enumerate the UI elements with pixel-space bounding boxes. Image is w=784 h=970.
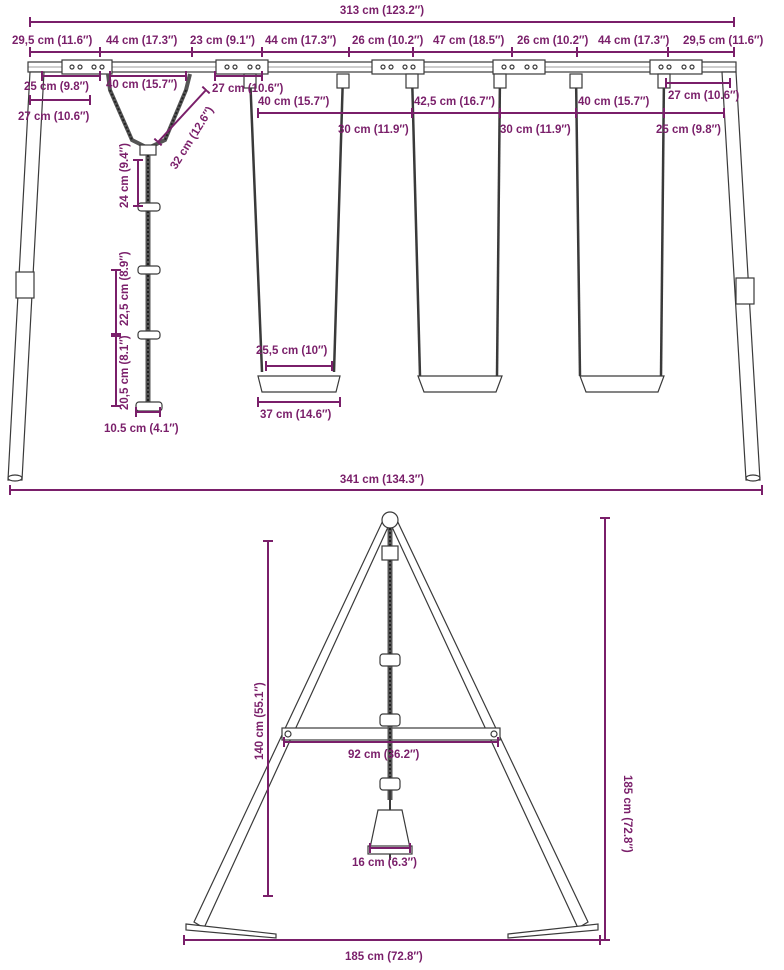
- swing-spacing-3-label: 40 cm (15.7″): [578, 96, 650, 108]
- left-leg: [7, 71, 45, 482]
- side-view: [185, 511, 599, 939]
- front-base-label: 341 cm (134.3″): [340, 474, 424, 486]
- total-height-label: 185 cm (72.8″): [621, 775, 633, 853]
- seg-8-label: 44 cm (17.3″): [598, 35, 670, 47]
- swing-spacing-2-label: 42,5 cm (16.7″): [414, 96, 495, 108]
- swing-width-2-label: 30 cm (11.9″): [500, 124, 571, 136]
- seg-9-label: 29,5 cm (11.6″): [683, 35, 763, 47]
- right-hanger-label: 27 cm (10.6″): [668, 90, 740, 102]
- seat-outer-label: 37 cm (14.6″): [260, 409, 332, 421]
- seg-1-label: 29,5 cm (11.6″): [12, 35, 92, 47]
- front-dimensions: [9, 17, 763, 495]
- side-swing: [367, 790, 413, 860]
- front-view: [7, 59, 761, 482]
- front-labels: 313 cm (123.2″) 29,5 cm (11.6″) 44 cm (1…: [12, 5, 763, 486]
- swing-seat-2: [405, 73, 507, 393]
- swing-width-1-label: 30 cm (11.9″): [338, 124, 409, 136]
- swing-hanger-label: 27 cm (10.6″): [212, 83, 284, 95]
- seg-7-label: 26 cm (10.2″): [517, 35, 589, 47]
- ladder-gap-2-label: 22,5 cm (8.9″): [119, 251, 131, 326]
- side-base-label: 185 cm (72.8″): [345, 951, 423, 963]
- right-offset-label: 25 cm (9.8″): [656, 124, 721, 136]
- beam-brackets: [61, 59, 703, 75]
- rope-spread-label: 40 cm (15.7″): [106, 79, 178, 91]
- crossbar-label: 92 cm (36.2″): [348, 749, 420, 761]
- seg-4-label: 44 cm (17.3″): [265, 35, 337, 47]
- side-rope-ladder: [379, 528, 401, 800]
- swing-seat-3: [569, 73, 671, 393]
- beam-height-label: 140 cm (55.1″): [254, 682, 266, 760]
- seat-inner-label: 25,5 cm (10″): [256, 345, 328, 357]
- ladder-gap-1-label: 24 cm (9.4″): [119, 143, 131, 208]
- rung-width-label: 10.5 cm (4.1″): [104, 423, 179, 435]
- swing-spacing-1-label: 40 cm (15.7″): [258, 96, 330, 108]
- side-dimensions: [183, 517, 610, 945]
- seg-2-label: 44 cm (17.3″): [106, 35, 178, 47]
- swing-seat-1: [243, 73, 350, 393]
- ladder-gap-3-label: 20,5 cm (8.1″): [119, 335, 131, 410]
- total-width-label: 313 cm (123.2″): [340, 5, 424, 17]
- seg-5-label: 26 cm (10.2″): [352, 35, 424, 47]
- side-rung-label: 16 cm (6.3″): [352, 857, 417, 869]
- side-labels: 140 cm (55.1″) 185 cm (72.8″) 92 cm (36.…: [254, 682, 633, 963]
- right-leg: [721, 71, 761, 482]
- seg-6-label: 47 cm (18.5″): [433, 35, 505, 47]
- left-offset-label: 25 cm (9.8″): [24, 81, 89, 93]
- seg-3-label: 23 cm (9.1″): [190, 35, 255, 47]
- leg-offset-label: 27 cm (10.6″): [18, 111, 90, 123]
